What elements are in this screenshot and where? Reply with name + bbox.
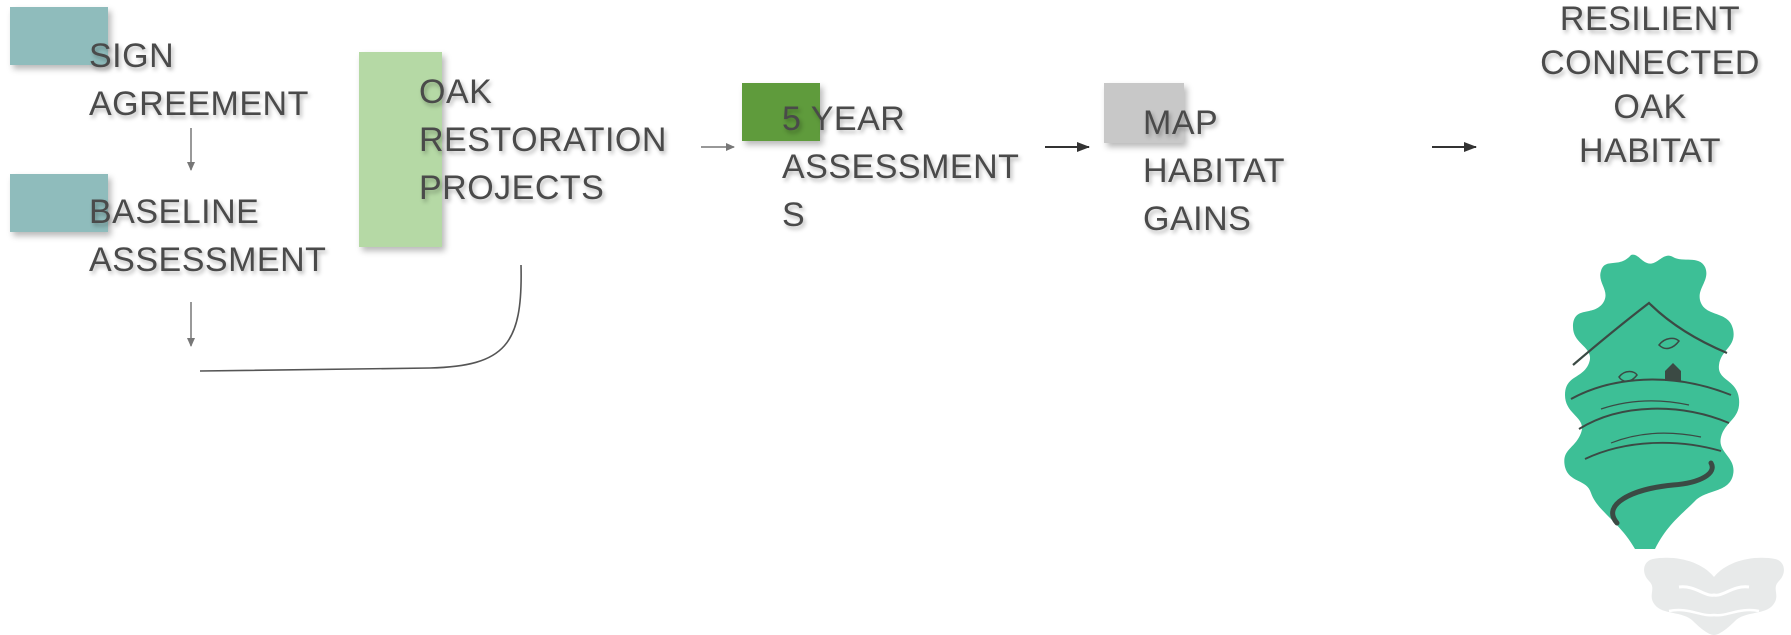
oak-restoration-swatch <box>359 52 442 247</box>
map-habitat-gains-label: MAP HABITAT GAINS <box>1143 104 1286 238</box>
butterfly-icon <box>1644 557 1784 635</box>
outcome-label: RESILIENT CONNECTED OAK HABITAT <box>1540 0 1760 170</box>
oak-restoration-projects-label: OAK RESTORATION PROJECTS <box>419 73 667 207</box>
sign-agreement-label: SIGN AGREEMENT <box>89 37 309 123</box>
map-habitat-gains-swatch <box>1104 83 1184 143</box>
curve-baseline-to-restoration <box>199 264 522 372</box>
five-year-assessment-swatch <box>742 83 820 141</box>
baseline-assessment-swatch <box>10 174 108 232</box>
baseline-assessment-label: BASELINE ASSESSMENT <box>89 193 327 279</box>
five-year-assessments-label: 5 YEAR ASSESSMENT S <box>782 100 1020 234</box>
oak-leaf-landscape-icon <box>1564 254 1740 549</box>
sign-agreement-swatch <box>10 7 108 65</box>
